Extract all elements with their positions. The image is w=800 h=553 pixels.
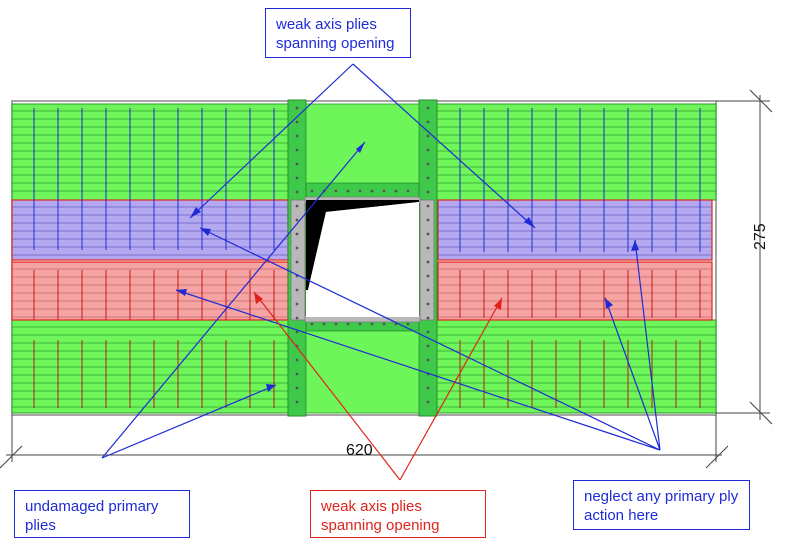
fastener [426, 218, 430, 222]
frame-infill-top [305, 103, 420, 184]
fastener [358, 322, 362, 326]
fastener [426, 106, 430, 110]
fastener [426, 134, 430, 138]
dimension-width [0, 415, 729, 469]
fastener [322, 322, 326, 326]
fastener [295, 204, 299, 208]
frame-infill-bottom [305, 330, 420, 414]
fastener [295, 106, 299, 110]
fastener [295, 358, 299, 362]
fastener [295, 134, 299, 138]
fastener [426, 204, 430, 208]
fastener [426, 232, 430, 236]
fastener [426, 274, 430, 278]
fastener [295, 148, 299, 152]
fastener [426, 386, 430, 390]
fastener [426, 302, 430, 306]
primary-ply-top-right [433, 103, 717, 201]
dimension-height [716, 89, 773, 425]
fastener [295, 372, 299, 376]
fastener [346, 189, 350, 193]
leaders-red [253, 291, 503, 481]
fastener [370, 189, 374, 193]
fastener [370, 322, 374, 326]
fastener [358, 189, 362, 193]
fastener [394, 189, 398, 193]
fastener [295, 232, 299, 236]
fastener [295, 302, 299, 306]
fastener [295, 218, 299, 222]
arrowheads-blue [176, 142, 639, 392]
fastener [310, 322, 314, 326]
fastener [310, 189, 314, 193]
callout-bottom-mid: weak axis plies spanning opening [310, 490, 486, 538]
fastener [426, 246, 430, 250]
weak-ply-lower-right [437, 261, 713, 321]
fastener [295, 386, 299, 390]
fastener [426, 316, 430, 320]
steel-strip-right [419, 199, 435, 321]
arrowheads-red [254, 292, 502, 310]
fastener [426, 400, 430, 404]
fastener [382, 189, 386, 193]
fastener [295, 176, 299, 180]
primary-ply-top-left [11, 103, 291, 201]
fastener [346, 322, 350, 326]
opening-void [308, 202, 419, 317]
fastener [295, 246, 299, 250]
fastener [295, 316, 299, 320]
callout-bottom-right: neglect any primary ply action here [573, 480, 750, 530]
dimension-width-label: 620 [346, 442, 373, 459]
fastener [426, 120, 430, 124]
weak-ply-lower-left [11, 261, 289, 321]
weak-ply-upper-right [437, 199, 713, 261]
steel-strip-left [290, 199, 306, 321]
leaders-blue [101, 63, 661, 459]
fastener [426, 148, 430, 152]
ply-lines-vertical [33, 108, 701, 408]
fastener [426, 162, 430, 166]
fastener [295, 288, 299, 292]
fastener [426, 176, 430, 180]
fastener [426, 330, 430, 334]
fastener [334, 189, 338, 193]
callout-top: weak axis plies spanning opening [265, 8, 411, 58]
fastener [295, 120, 299, 124]
dimension-height-label: 275 [752, 223, 769, 250]
fastener [426, 260, 430, 264]
fastener [382, 322, 386, 326]
callout-bottom-left: undamaged primary plies [14, 490, 190, 538]
damage-zone [306, 200, 419, 290]
fastener [295, 190, 299, 194]
fastener [426, 344, 430, 348]
fastener [295, 162, 299, 166]
fastener [426, 190, 430, 194]
fastener [295, 260, 299, 264]
fastener [426, 288, 430, 292]
fastener [295, 400, 299, 404]
fastener [426, 358, 430, 362]
fastener [406, 189, 410, 193]
fastener [295, 330, 299, 334]
fastener [334, 322, 338, 326]
fastener [406, 322, 410, 326]
